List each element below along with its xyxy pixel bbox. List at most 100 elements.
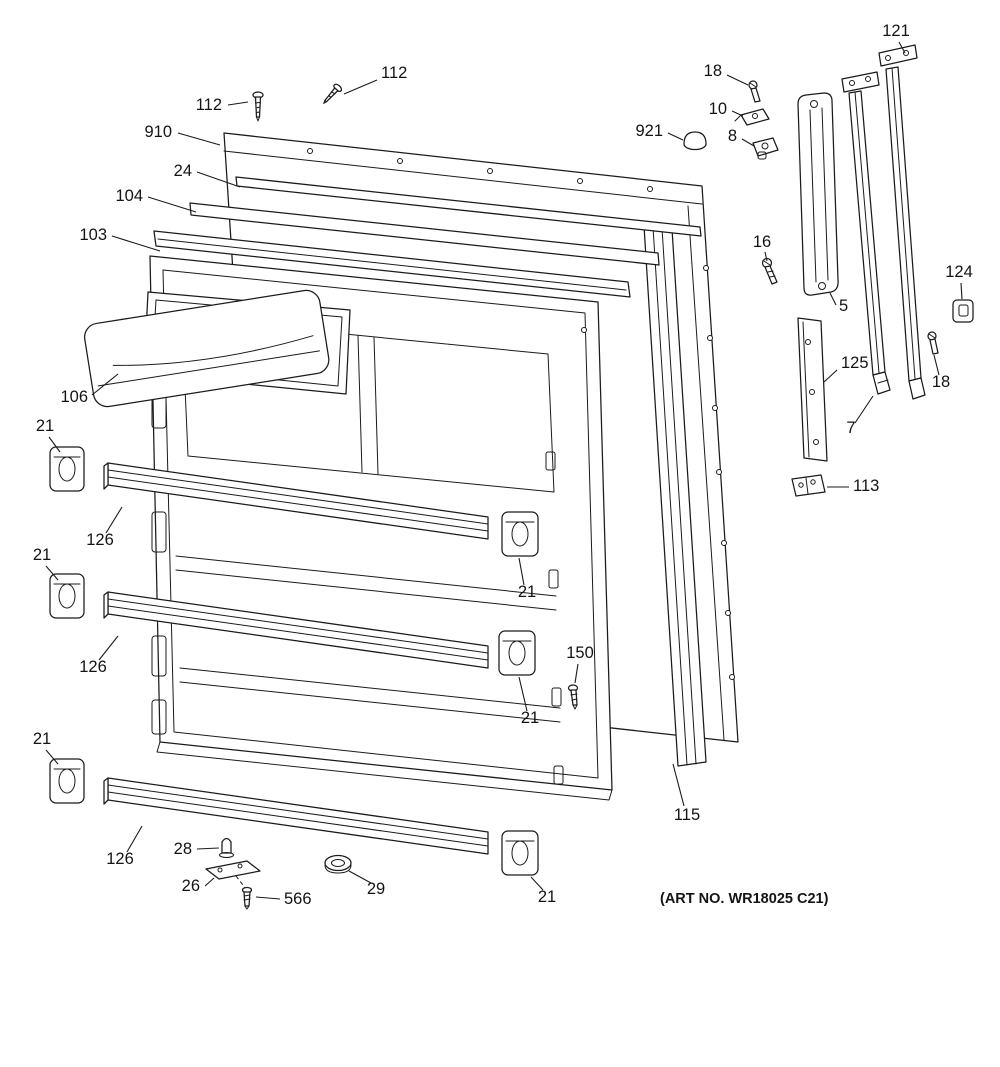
- callout-leader-121: [898, 41, 906, 54]
- callout-leader-126c: [126, 825, 143, 853]
- shelf-end-cap-left-1: [49, 446, 85, 492]
- shelf-bar-3: [103, 777, 489, 855]
- callout-label-18a: 18: [704, 62, 722, 80]
- callout-leader-126a: [105, 506, 123, 534]
- callout-leader-5: [829, 292, 837, 306]
- callout-leader-28: [196, 847, 220, 850]
- callout-leader-112b: [343, 79, 378, 95]
- callout-leader-7: [854, 395, 874, 424]
- callout-label-21f: 21: [538, 888, 556, 906]
- clip-124: [952, 299, 974, 323]
- callout-leader-18a: [726, 74, 749, 86]
- callout-label-124: 124: [945, 263, 973, 281]
- callout-leader-21f: [530, 876, 544, 891]
- callout-leader-26: [204, 877, 215, 887]
- callout-layer: 112 112 910 24 104 103 106 21 126 21 126 21 126 28 26 5…: [33, 22, 973, 908]
- shelf-bar-2: [103, 591, 489, 669]
- callout-leader-24: [196, 171, 241, 188]
- callout-label-566: 566: [284, 890, 312, 908]
- callout-leader-21b: [45, 565, 59, 581]
- callout-leader-566: [255, 896, 281, 900]
- hinge-plate-26: [205, 860, 261, 890]
- shelf-bar-1: [103, 462, 489, 540]
- callout-label-18b: 18: [932, 373, 950, 391]
- bracket-113: [791, 474, 826, 497]
- art-number: (ART NO. WR18025 C21): [660, 891, 829, 907]
- callout-leader-115: [672, 763, 685, 807]
- callout-label-8: 8: [728, 127, 737, 145]
- callout-label-106: 106: [60, 388, 88, 406]
- screw-18-right: [927, 331, 939, 355]
- door-stop-stud-28: [219, 837, 234, 858]
- door-trim-strip-104: [189, 202, 660, 266]
- shelf-end-cap-right-1: [501, 511, 539, 557]
- callout-label-112a: 112: [196, 96, 222, 114]
- callout-label-103: 103: [79, 226, 107, 244]
- screw-150: [567, 684, 579, 710]
- callout-label-21a: 21: [36, 417, 54, 435]
- callout-label-21b: 21: [33, 546, 51, 564]
- door-gasket: [643, 225, 707, 767]
- dairy-compartment: [84, 289, 351, 408]
- clip-8: [752, 137, 779, 160]
- callout-label-112b: 112: [381, 64, 407, 82]
- screw-112-left: [252, 91, 264, 122]
- callout-label-126b: 126: [79, 658, 107, 676]
- callout-leader-8: [741, 138, 755, 147]
- callout-leader-125: [823, 369, 838, 383]
- callout-label-150: 150: [566, 644, 594, 662]
- callout-leader-124: [960, 282, 963, 300]
- callout-label-24: 24: [174, 162, 192, 180]
- callout-label-29: 29: [367, 880, 385, 898]
- callout-leader-112a: [227, 101, 249, 106]
- callout-label-26: 26: [182, 877, 200, 895]
- callout-leader-921: [667, 132, 684, 141]
- shelf-end-cap-right-3: [501, 830, 539, 876]
- mullion-rail-rear: [878, 44, 926, 400]
- screw-566: [241, 886, 253, 910]
- callout-label-126c: 126: [106, 850, 134, 868]
- shelf-end-cap-right-2: [498, 630, 536, 676]
- callout-leader-106: [91, 373, 119, 396]
- callout-label-115: 115: [674, 806, 700, 824]
- side-trim-125: [797, 317, 828, 462]
- callout-label-7: 7: [846, 419, 855, 437]
- callout-leader-150: [574, 663, 579, 684]
- screw-18-top: [748, 80, 761, 103]
- callout-leader-21e: [518, 676, 528, 712]
- callout-leader-21a: [48, 436, 61, 453]
- callout-leader-29: [348, 870, 372, 884]
- door-handle-5: [797, 92, 839, 296]
- callout-leader-16: [764, 251, 768, 262]
- cap-921: [683, 131, 707, 151]
- door-trim-strip-103: [153, 230, 631, 298]
- callout-leader-910: [177, 132, 221, 146]
- shelf-end-cap-left-3: [49, 758, 85, 804]
- screw-112-right: [323, 83, 343, 104]
- callout-label-10: 10: [709, 100, 727, 118]
- shelf-end-cap-left-2: [49, 573, 85, 619]
- callout-label-21e: 21: [521, 709, 539, 727]
- callout-leader-10: [731, 110, 744, 117]
- callout-label-104: 104: [115, 187, 143, 205]
- callout-leader-103: [111, 235, 161, 252]
- callout-label-5: 5: [839, 297, 848, 315]
- callout-label-921: 921: [635, 122, 663, 140]
- callout-leader-126b: [98, 635, 119, 661]
- callout-leader-21d: [518, 557, 525, 586]
- callout-leader-18b: [933, 354, 940, 376]
- callout-label-28: 28: [174, 840, 192, 858]
- callout-label-21c: 21: [33, 730, 51, 748]
- callout-label-21d: 21: [518, 583, 536, 601]
- plug-button-29: [324, 854, 352, 874]
- clip-10: [734, 108, 770, 126]
- callout-label-121: 121: [882, 22, 910, 40]
- callout-label-126a: 126: [86, 531, 114, 549]
- callout-leader-104: [147, 196, 197, 213]
- door-trim-strip-24: [235, 176, 702, 237]
- callout-leader-21c: [45, 749, 59, 765]
- callout-label-910: 910: [144, 123, 172, 141]
- screw-16: [761, 257, 778, 285]
